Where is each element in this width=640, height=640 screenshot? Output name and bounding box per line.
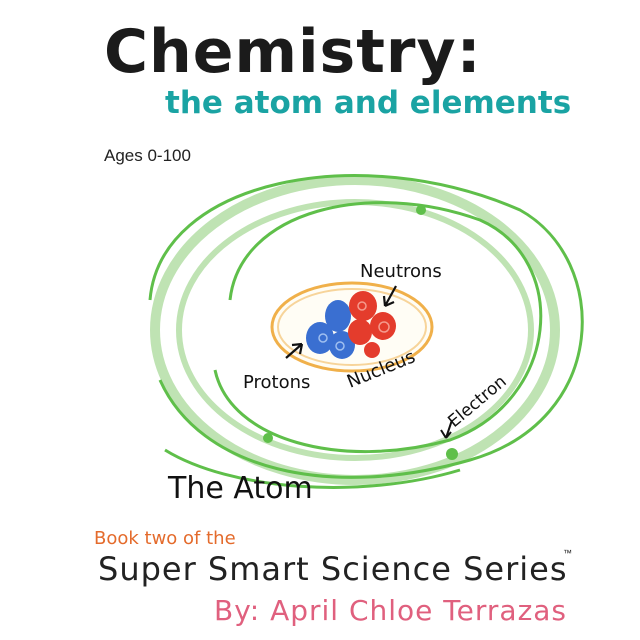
proton-highlight (318, 333, 328, 343)
neutrons-label: Neutrons (360, 261, 442, 282)
atom-caption: The Atom (167, 471, 313, 506)
series-name: Super Smart Science Series (98, 550, 568, 588)
electron-dot-right (446, 448, 458, 460)
neutron (370, 312, 396, 340)
electron-dot-left (263, 433, 273, 443)
protons-label: Protons (243, 372, 310, 393)
electron-dot-top (416, 205, 426, 215)
nucleus-inner-outline (277, 288, 427, 366)
neutron-highlight (357, 301, 367, 311)
age-range: Ages 0-100 (104, 146, 191, 165)
inner-orbit (213, 201, 543, 454)
inner-orbit-light (176, 199, 534, 461)
series-intro: Book two of the (94, 528, 236, 549)
book-subtitle: the atom and elements (165, 85, 572, 121)
protons-arrow (285, 342, 304, 359)
proton (325, 300, 351, 332)
author-line: By: April Chloe Terrazas (214, 594, 568, 627)
book-title: Chemistry: (104, 17, 482, 87)
trademark-symbol: ™ (563, 548, 572, 558)
proton (306, 322, 334, 354)
proton (329, 331, 355, 359)
orbit-tail (164, 448, 461, 489)
outer-orbit-light (150, 175, 560, 485)
neutron (349, 291, 377, 321)
neutron (348, 319, 372, 345)
electron-arrow (440, 419, 453, 439)
neutron-highlight (378, 321, 390, 333)
neutron (364, 342, 380, 358)
outer-orbit (148, 174, 584, 479)
proton-highlight (335, 341, 345, 351)
neutrons-arrow (382, 285, 397, 308)
